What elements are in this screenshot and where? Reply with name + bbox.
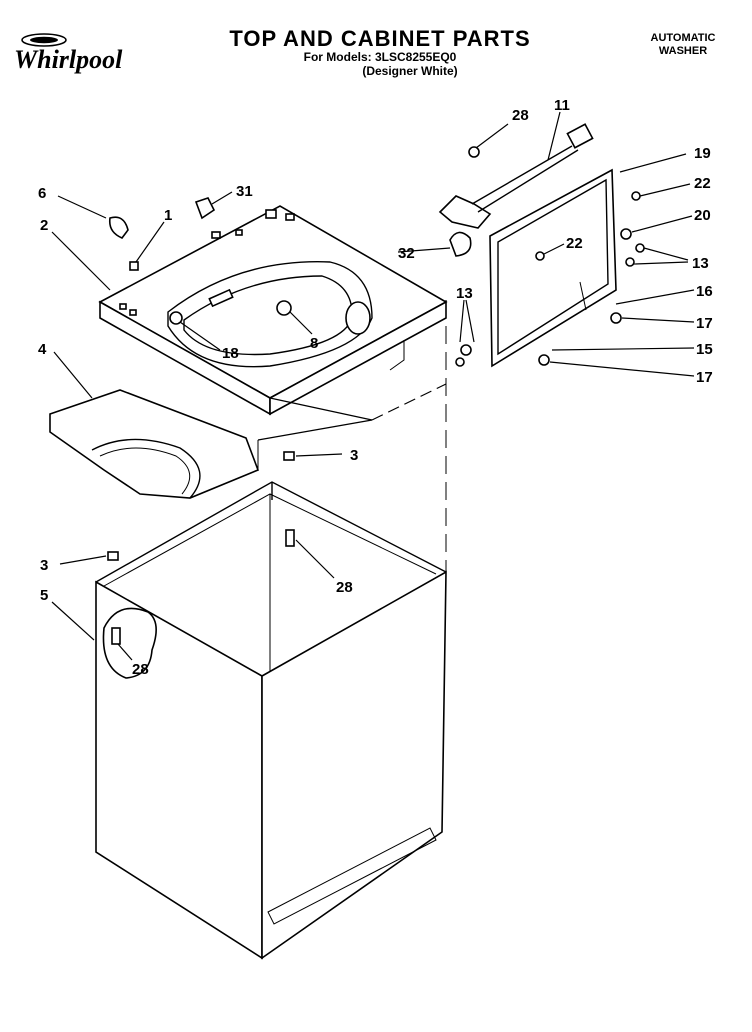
callout-31: 31: [236, 183, 253, 200]
callout-20: 20: [694, 207, 711, 224]
callout-19: 19: [694, 145, 711, 162]
support-bracket-part: [49, 389, 373, 499]
callout-13a: 13: [692, 255, 709, 272]
callout-22b: 22: [566, 235, 583, 252]
hardware-parts: [107, 146, 645, 645]
callout-1: 1: [164, 207, 172, 224]
product-type-line2: WASHER: [658, 45, 708, 57]
callout-15: 15: [696, 341, 713, 358]
callout-3a: 3: [350, 447, 358, 464]
callout-28b: 28: [336, 579, 353, 596]
callout-13b: 13: [456, 285, 473, 302]
callout-2: 2: [40, 217, 48, 234]
callout-18: 18: [222, 345, 239, 362]
callout-8: 8: [310, 335, 318, 352]
callout-4: 4: [38, 341, 47, 358]
top-panel-part: [98, 205, 448, 421]
callout-22a: 22: [694, 175, 711, 192]
callout-32: 32: [398, 245, 415, 262]
model-number: For Models: 3LSC8255EQ0: [303, 50, 457, 64]
callout-6: 6: [38, 185, 46, 202]
callout-17a: 17: [696, 315, 713, 332]
page-title: TOP AND CABINET PARTS: [229, 26, 531, 51]
callout-3b: 3: [40, 557, 48, 574]
leader-lines: [51, 111, 695, 661]
callout-17b: 17: [696, 369, 713, 386]
logo-text: Whirlpool: [14, 45, 123, 74]
callout-28a: 28: [512, 107, 529, 124]
lid-assembly-part: [489, 168, 641, 368]
callout-5: 5: [40, 587, 48, 604]
callout-28c: 28: [132, 661, 149, 678]
product-type-line1: AUTOMATIC: [650, 32, 716, 44]
callout-16: 16: [696, 283, 713, 300]
model-variant: (Designer White): [362, 64, 458, 78]
cabinet-part: [95, 300, 447, 960]
product-type: AUTOMATIC WASHER: [622, 32, 744, 58]
callout-11: 11: [554, 97, 570, 114]
lid-switch-part: [438, 123, 594, 229]
whirlpool-logo: Whirlpool: [14, 33, 123, 74]
